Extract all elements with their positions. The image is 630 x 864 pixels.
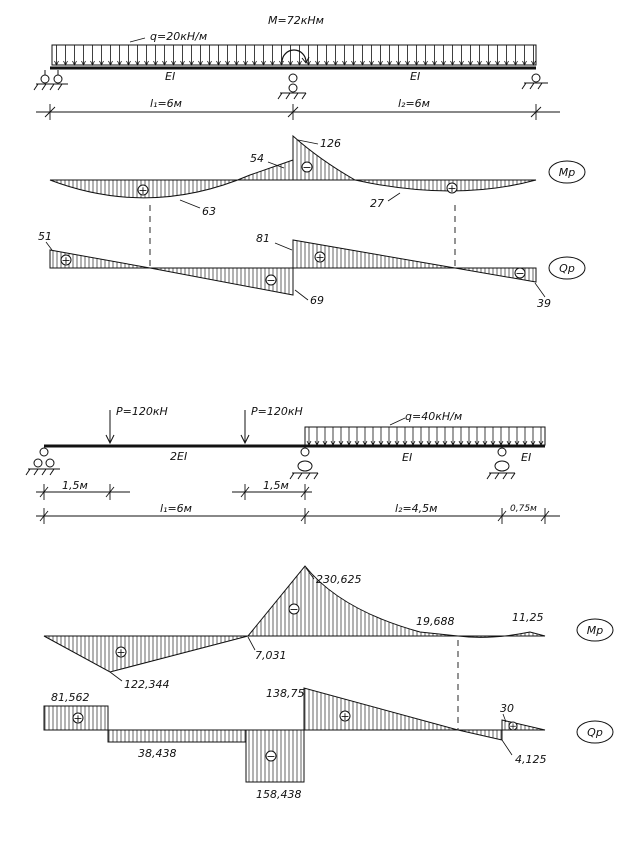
load-P2-label: P=120кН (251, 405, 303, 418)
shear2-sign-3: + (340, 710, 349, 723)
moment2-value-230: 230,625 (316, 573, 362, 586)
moment-diagram-1: + − + 63 54 126 27 Mp (49, 134, 586, 218)
shear1-value-81: 81 (256, 232, 270, 245)
moment1-value-63: 63 (202, 205, 216, 218)
shear2-sign-2: − (266, 750, 275, 763)
moment1-sign-1: + (138, 184, 147, 197)
dimension-lines-2 (36, 484, 560, 524)
shear2-value-30: 30 (500, 702, 514, 715)
moment2-diagram-label: Mp (587, 624, 603, 637)
point-load-P2 (240, 410, 250, 445)
support-left-1 (33, 70, 68, 91)
moment1-sign-2: − (302, 161, 311, 174)
shear2-value-158: 158,438 (256, 788, 302, 801)
overhang-label: 0,75м (510, 504, 537, 514)
load-q2-label: q=40кН/м (405, 410, 462, 423)
load-q1-label: q=20кН/м (150, 30, 207, 43)
shear1-sign-4: − (515, 267, 524, 280)
shear1-sign-1: + (61, 254, 70, 267)
shear2-sign-1: + (73, 712, 82, 725)
distributed-load-q1 (51, 44, 537, 66)
shear2-value-38: 38,438 (138, 747, 177, 760)
span-l2-label: l₂=4,5м (395, 502, 437, 515)
problem1-scheme: q=20кН/м M=72кНм EI EI (33, 14, 560, 120)
support-right-2 (486, 447, 516, 480)
load-M-label: M=72кНм (268, 14, 324, 27)
stiffness-2EI-label: 2EI (170, 450, 187, 463)
moment1-diagram-label: Mp (559, 166, 575, 179)
dim-b-label: 1,5м (263, 479, 289, 492)
support-middle-1 (277, 73, 307, 100)
shear1-value-69: 69 (310, 294, 324, 307)
concentrated-moment-M (281, 49, 310, 64)
problem2-scheme: P=120кН P=120кН q=40кН/м 2EI EI EI (25, 405, 560, 524)
span-1-label: l₁=6м (150, 97, 182, 110)
support-middle-2 (289, 447, 319, 480)
span-2-label: l₂=6м (398, 97, 430, 110)
stiffness-EI-label-a: EI (402, 451, 412, 464)
shear2-value-81: 81,562 (51, 691, 90, 704)
shear2-value-138: 138,75 (266, 687, 305, 700)
stiffness-1-label: EI (165, 70, 175, 83)
shear1-diagram-label-ellipse (548, 256, 586, 280)
shear1-diagram-label: Qp (559, 262, 575, 275)
support-left-2 (25, 447, 60, 476)
moment1-value-54: 54 (250, 152, 264, 165)
shear1-value-51: 51 (38, 230, 52, 243)
shear1-sign-2: − (266, 274, 275, 287)
moment1-value-126: 126 (320, 137, 341, 150)
shear-diagram-2: + − + + 81,562 38,438 158,438 138,75 30 … (43, 687, 614, 801)
distributed-load-q2 (304, 426, 546, 446)
shear2-diagram-label-ellipse (576, 720, 614, 744)
moment2-diagram-label-ellipse (576, 618, 614, 642)
span-l1-label: l₁=6м (160, 502, 192, 515)
moment2-value-11: 11,25 (512, 611, 544, 624)
shear2-sign-4: + (509, 722, 517, 732)
moment2-value-122: 122,344 (124, 678, 170, 691)
shear2-value-4: 4,125 (515, 753, 547, 766)
moment2-sign-1: + (116, 646, 125, 659)
load-P1-label: P=120кН (116, 405, 168, 418)
shear1-value-39: 39 (537, 297, 551, 310)
moment2-sign-2: − (289, 603, 298, 616)
support-right-1 (521, 73, 548, 90)
dim-a-label: 1,5м (62, 479, 88, 492)
point-load-P1 (105, 410, 115, 445)
shear2-diagram-label: Qp (587, 726, 603, 739)
moment2-value-7: 7,031 (255, 649, 287, 662)
moment1-value-27: 27 (370, 197, 384, 210)
moment2-value-19: 19,688 (416, 615, 455, 628)
shear-diagram-1: + − + − 51 69 81 39 Qp (38, 230, 586, 310)
moment1-sign-3: + (447, 182, 456, 195)
stiffness-2-label: EI (410, 70, 420, 83)
stiffness-EI-label-b: EI (521, 451, 531, 464)
dimension-line-1 (36, 104, 560, 120)
moment-diagram-2: + − 122,344 7,031 230,625 19,688 11,25 M… (43, 565, 614, 691)
moment1-diagram-label-ellipse (548, 160, 586, 184)
shear1-sign-3: + (315, 251, 324, 264)
